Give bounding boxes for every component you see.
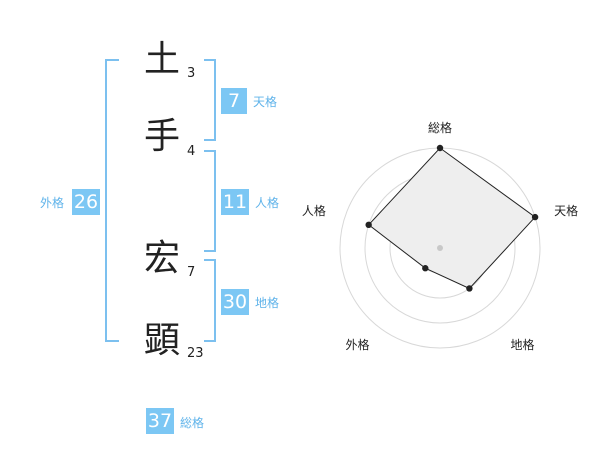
radar-point-5 [365, 221, 372, 229]
name-char-4: 顕 [143, 320, 180, 361]
jinkaku-label: 人格 [255, 196, 280, 210]
stroke-count-4: 23 [187, 346, 204, 361]
radar-point-1 [436, 144, 444, 152]
tenkaku-value: 7 [221, 88, 247, 114]
radar-point-3 [466, 285, 473, 292]
gaikaku-label: 外格 [40, 196, 65, 210]
name-char-3: 宏 [143, 238, 180, 279]
radar-axis-label-1: 総格 [428, 120, 452, 135]
chikaku-label: 地格 [255, 296, 280, 310]
radar-axis-label-3: 地格 [511, 337, 535, 352]
stroke-count-2: 4 [187, 144, 196, 159]
name-char-1: 土 [143, 39, 180, 80]
radar-area [367, 147, 536, 290]
chikaku-bracket [204, 259, 216, 342]
radar-center-dot [437, 245, 443, 251]
tenkaku-bracket [204, 59, 216, 141]
stroke-count-1: 3 [187, 66, 196, 81]
radar-axis-label-2: 天格 [554, 203, 578, 218]
soukaku-value: 37 [146, 408, 174, 434]
chikaku-value: 30 [221, 289, 249, 315]
gaikaku-value: 26 [72, 189, 100, 215]
stroke-count-3: 7 [187, 265, 196, 280]
jinkaku-bracket [204, 150, 216, 252]
jinkaku-value: 11 [221, 189, 249, 215]
radar-axis-label-4: 外格 [345, 337, 369, 352]
radar-point-2 [531, 213, 539, 221]
tenkaku-label: 天格 [253, 95, 278, 109]
radar-point-4 [422, 265, 429, 272]
gaikaku-bracket [105, 59, 119, 342]
soukaku-label: 総格 [180, 416, 205, 430]
radar-points [365, 144, 539, 292]
radar-axis-label-5: 人格 [302, 203, 326, 218]
name-char-2: 手 [143, 116, 180, 157]
